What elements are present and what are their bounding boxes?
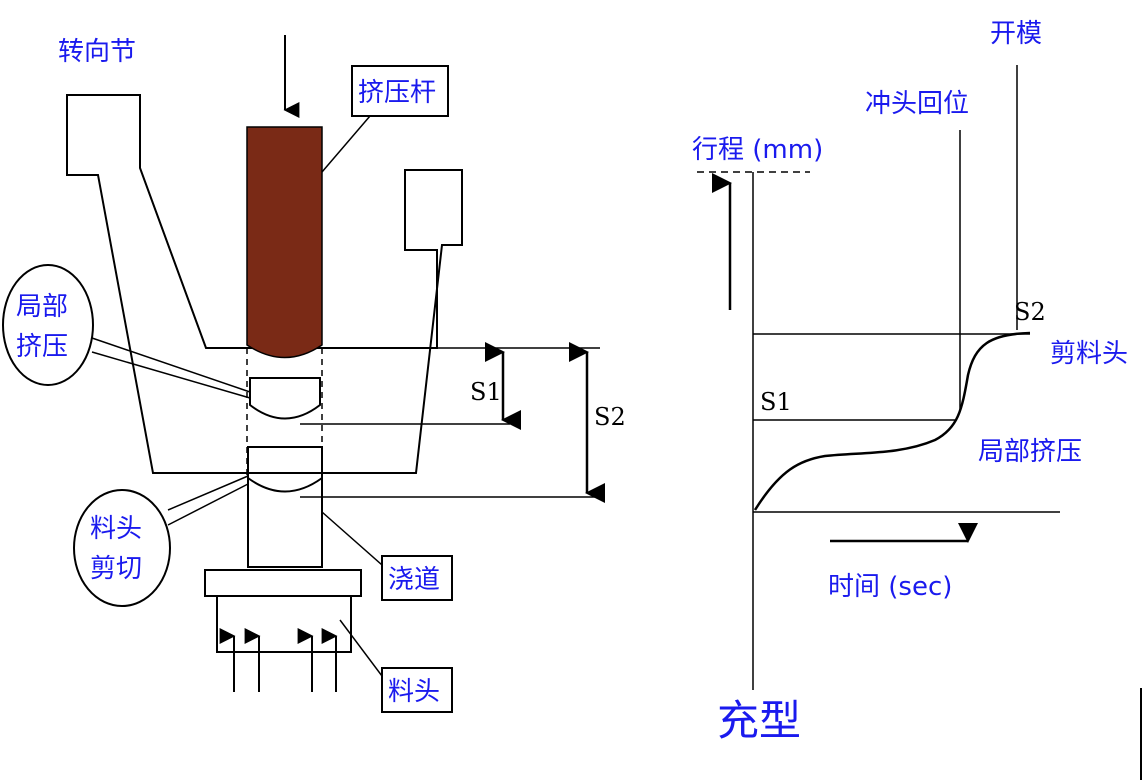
slug-shear-leader-2 — [167, 483, 249, 526]
slug-leader — [339, 619, 383, 677]
slug-label: 料头 — [388, 677, 440, 707]
fill-label: 充型 — [717, 696, 801, 745]
slug-chamber — [216, 595, 352, 653]
runner-body — [247, 446, 323, 568]
runner-label: 浇道 — [388, 565, 440, 595]
stroke-curve — [753, 331, 1031, 511]
slug-shear-leader-1 — [167, 475, 249, 511]
local-squeeze-leader-1 — [91, 337, 251, 393]
s2-point-label: S2 — [1014, 298, 1046, 326]
local-squeeze-text-1: 局部 — [16, 292, 68, 322]
local-squeeze-text-2: 挤压 — [16, 332, 68, 362]
local-squeeze-leader-2 — [91, 351, 251, 399]
squeeze-rod — [246, 126, 323, 359]
shear-slug-label: 剪料头 — [1050, 339, 1128, 369]
time-axis-label: 时间 (sec) — [828, 572, 952, 602]
squeeze-rod-box — [351, 65, 449, 117]
runner-curve — [247, 477, 323, 493]
s2-label: S2 — [594, 403, 626, 431]
squeeze-rod-leader — [321, 115, 371, 173]
runner-leader — [321, 511, 383, 566]
stroke-time-graph: 开模 冲头回位 行程 (mm) S2 剪料头 S1 局部挤压 时间 (sec) … — [692, 19, 1128, 745]
mold-section — [66, 94, 463, 474]
slug-box — [381, 667, 453, 713]
open-mold-label: 开模 — [990, 19, 1042, 49]
punch-return-label: 冲头回位 — [865, 89, 969, 119]
squeeze-rod-label: 挤压杆 — [358, 78, 436, 108]
steering-knuckle-label: 转向节 — [58, 37, 136, 67]
local-squeeze-bubble — [2, 264, 94, 386]
base-plate — [204, 569, 362, 597]
slug-shear-text-2: 剪切 — [90, 554, 142, 584]
s1-label: S1 — [470, 378, 502, 406]
stroke-axis-label: 行程 (mm) — [692, 135, 823, 165]
local-squeeze-curve-label: 局部挤压 — [978, 437, 1082, 467]
s1-point-label: S1 — [760, 388, 792, 416]
slug-shear-text-1: 料头 — [90, 514, 142, 544]
slug-shear-bubble — [73, 489, 171, 607]
mold-inner-left — [139, 167, 207, 349]
runner-box — [381, 555, 453, 601]
local-squeeze-piece — [249, 377, 321, 420]
